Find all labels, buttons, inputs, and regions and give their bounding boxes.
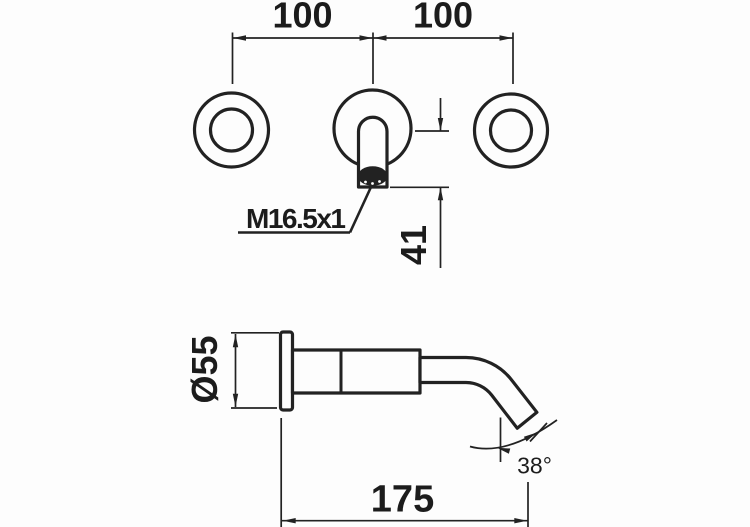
angle-arc [469, 419, 558, 450]
dimension-arrow [373, 35, 387, 41]
thread-size-label: M16.5x1 [246, 203, 345, 234]
right-handle-outer-circle [472, 92, 550, 169]
dimension-arrow [499, 35, 513, 41]
outlet-thread-highlights [364, 180, 381, 185]
dimension-arrow [437, 118, 444, 131]
dim-label-spacing-right: 100 [413, 0, 473, 36]
dimension-arrow [514, 518, 528, 524]
dim-label-spout-drop: 41 [393, 225, 434, 265]
dimension-arrow [232, 334, 239, 348]
dimension-arrow [437, 187, 444, 201]
dimension-spout-drop [390, 98, 449, 268]
dimension-flange-diameter [231, 331, 279, 409]
dimension-arrow [233, 35, 246, 41]
dimension-arrow [282, 518, 296, 524]
wall-flange-side [278, 330, 295, 412]
dim-label-spacing-left: 100 [272, 0, 332, 36]
dim-label-flange-diameter: Ø55 [184, 335, 225, 403]
dimension-arrow [359, 35, 373, 41]
thread-callout [238, 186, 373, 234]
dimension-spacing [231, 32, 514, 84]
side-view [278, 330, 539, 430]
spout-profile [418, 355, 539, 430]
dim-label-spout-reach: 175 [371, 479, 434, 521]
right-handle-inner-circle [488, 108, 534, 153]
mixer-body-side [290, 348, 422, 395]
dimension-arrow [232, 393, 239, 407]
dimension-spout-angle [469, 417, 558, 462]
left-handle-outer-circle [192, 91, 271, 169]
dimension-spout-reach [280, 418, 529, 527]
dim-label-spout-angle: 38° [517, 453, 552, 479]
front-view [192, 88, 550, 189]
leader-line [348, 186, 373, 234]
left-handle-inner-circle [208, 107, 255, 153]
